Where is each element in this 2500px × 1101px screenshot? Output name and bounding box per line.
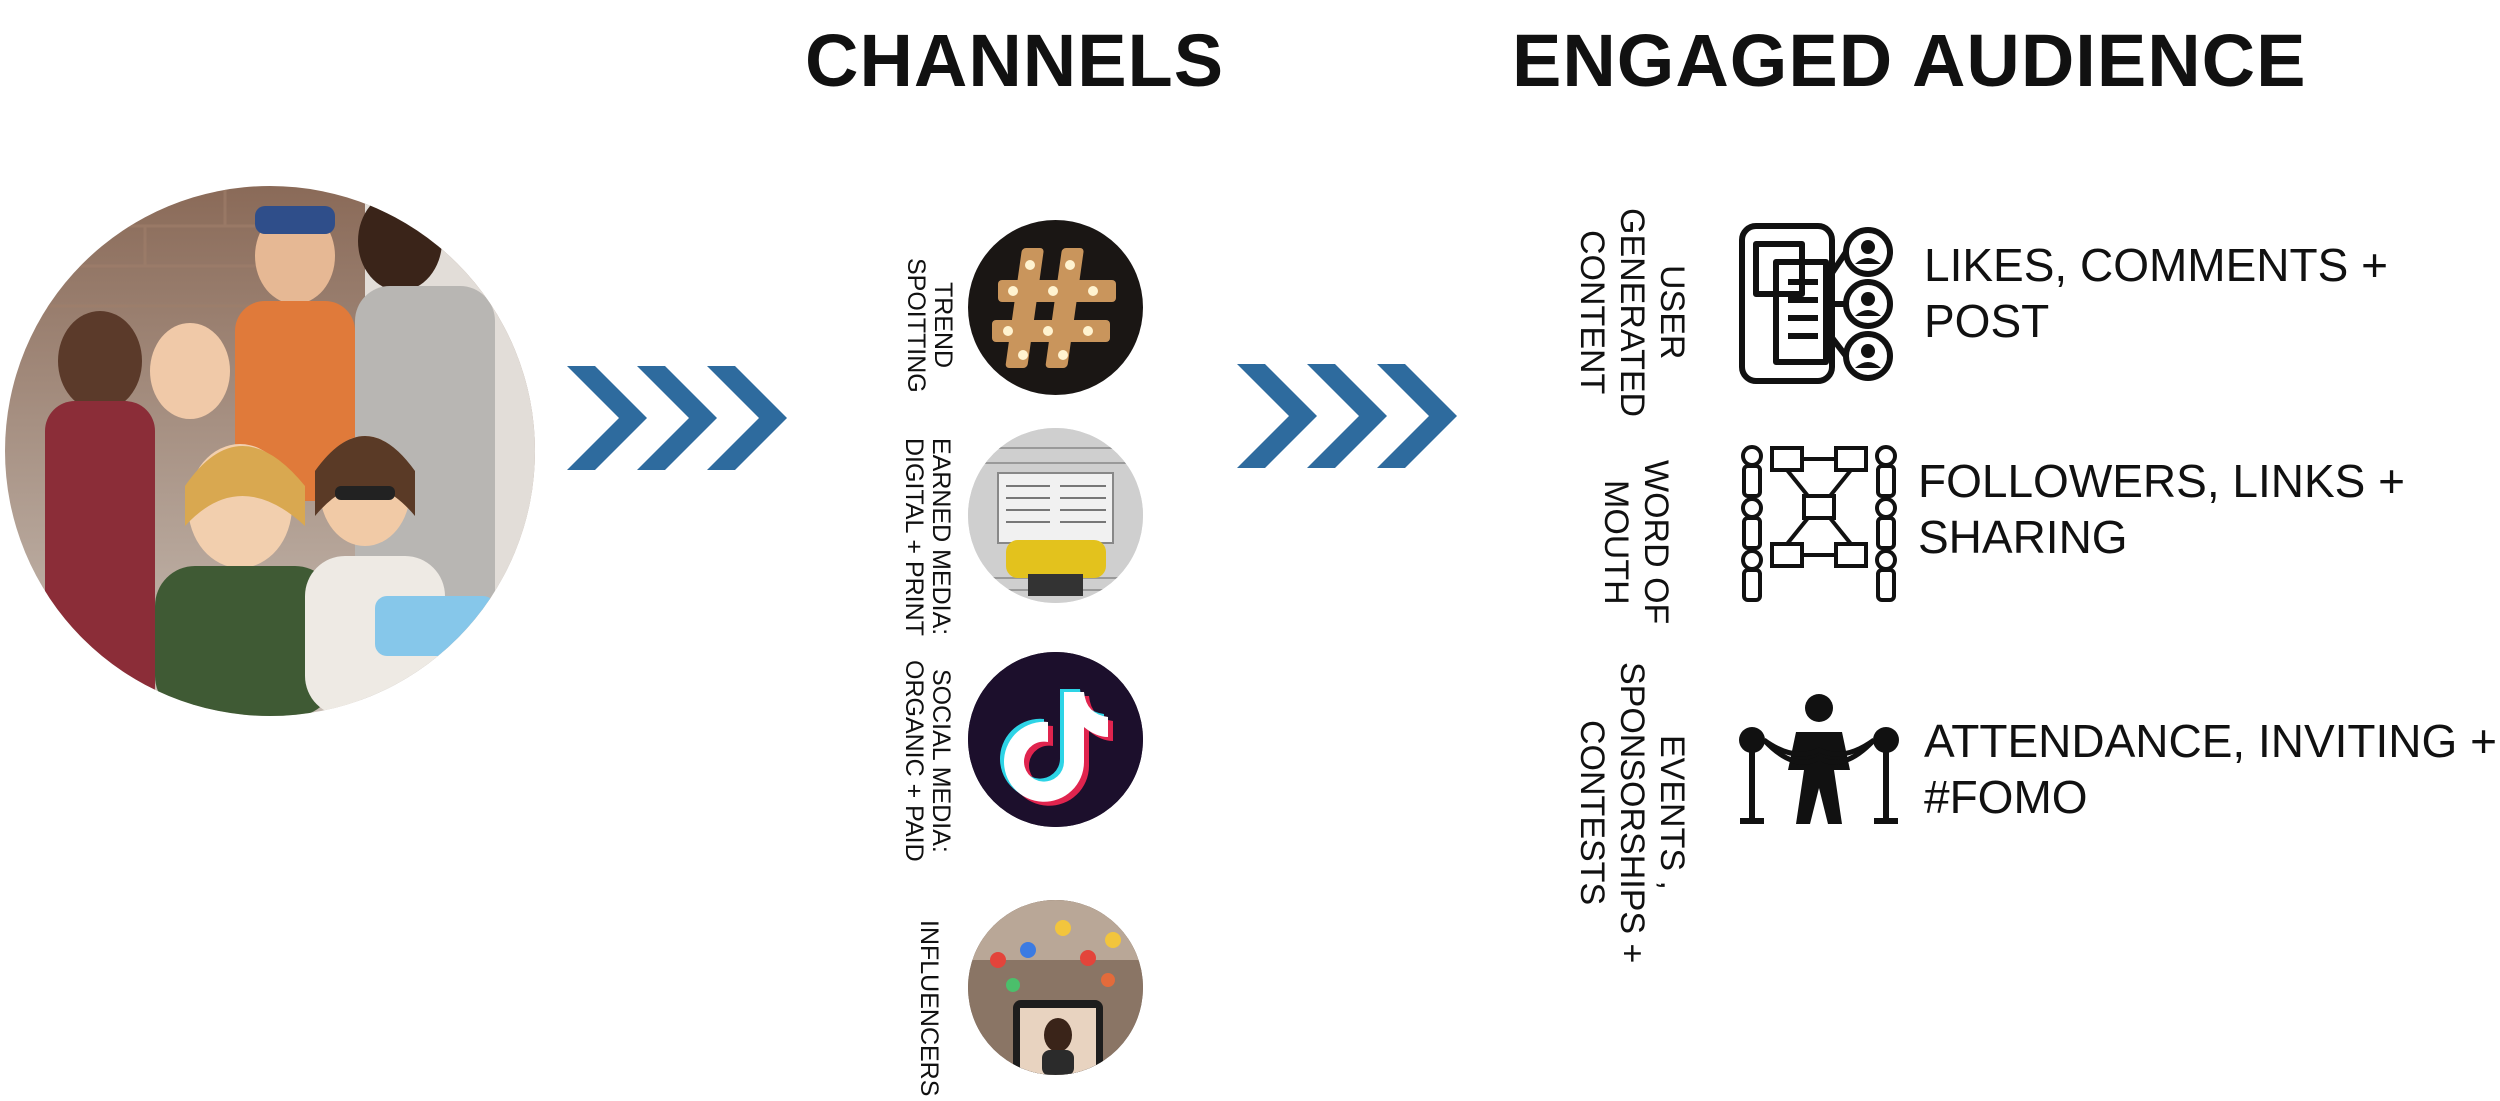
chevron-arrows-icon: [1237, 364, 1457, 468]
hashtag-marquee-image: [968, 220, 1143, 395]
channel-label-trend-spotting: TREND SPOITTING: [902, 258, 957, 393]
audience-label-user-generated-content: USER GENERATED CONTENT: [1573, 208, 1691, 418]
influencer-phone-image: [968, 900, 1143, 1075]
newspaper-reader-image: [968, 428, 1143, 603]
channel-label-earned-media: EARNED MEDIA: DIGITAL + PRINT: [900, 438, 955, 636]
friends-selfie-photo: [5, 186, 535, 716]
chevron-arrows-icon: [567, 366, 787, 470]
tiktok-logo-image: [968, 652, 1143, 827]
audience-result-word-of-mouth: FOLLOWERS, LINKS + SHARING: [1918, 455, 2405, 563]
user-generated-content-icon: [1739, 223, 1893, 384]
ribbon-cutting-icon: [1739, 694, 1899, 824]
audience-result-ugc: LIKES, COMMENTS + POST: [1924, 239, 2388, 347]
audience-result-events: ATTENDANCE, INVITING + #FOMO: [1924, 715, 2497, 823]
channel-label-social-media: SOCIAL MEDIA: ORGANIC + PAID: [900, 660, 955, 862]
audience-label-word-of-mouth: WORD OF MOUTH: [1597, 460, 1675, 625]
channels-heading: CHANNELS: [805, 19, 1225, 102]
network-sharing-icon: [1741, 445, 1897, 602]
audience-label-events: EVENTS , SPONSORSHIPS + CONTESTS: [1573, 662, 1691, 964]
channel-label-influencers: INFLUENCERS: [915, 920, 943, 1097]
engaged-audience-heading: ENGAGED AUDIENCE: [1512, 19, 2307, 102]
